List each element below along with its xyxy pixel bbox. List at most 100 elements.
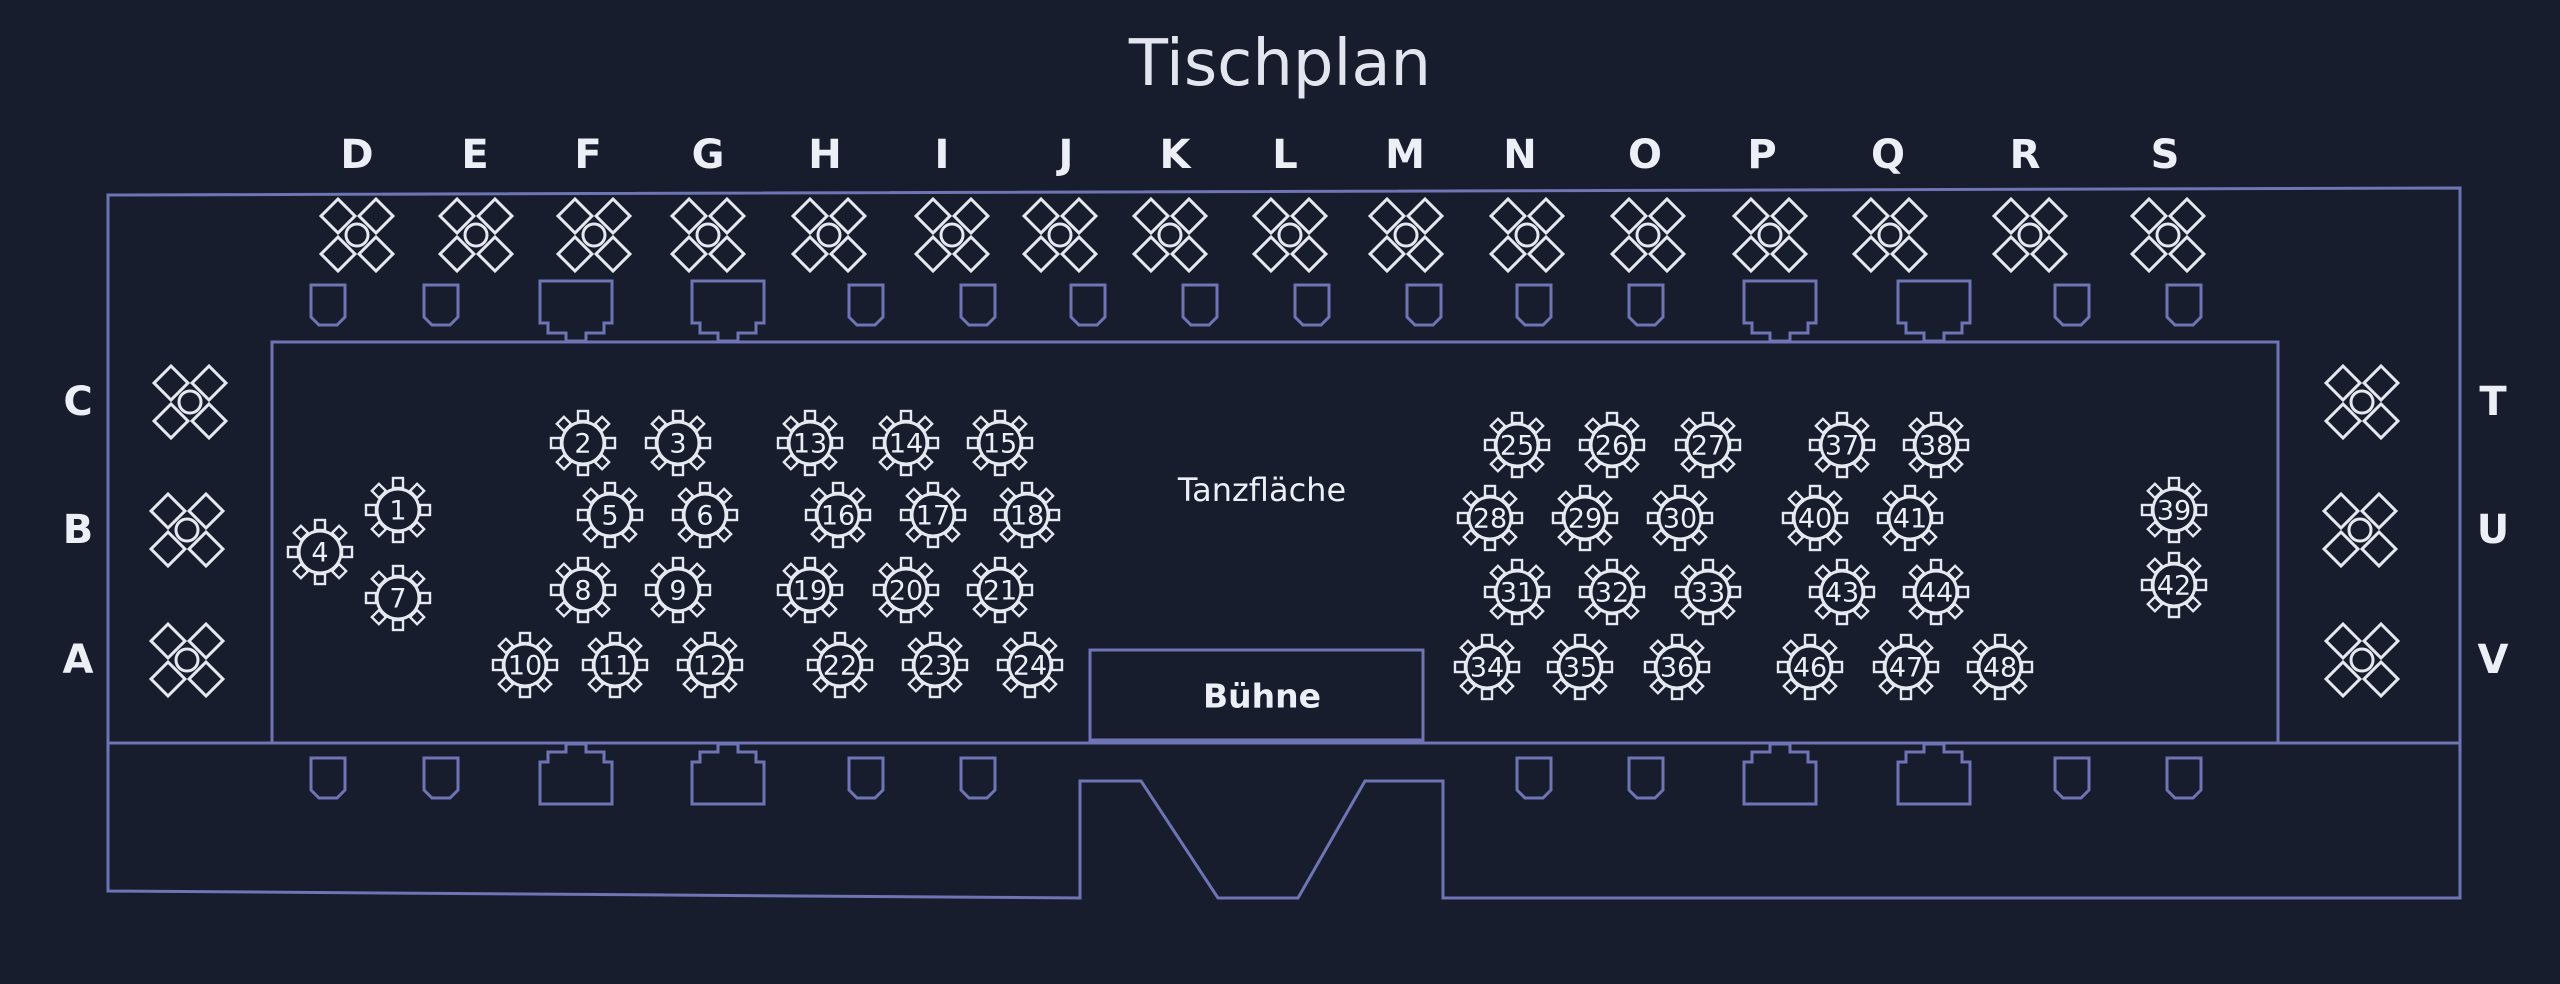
table-18: 18	[993, 481, 1061, 549]
table-o	[1609, 196, 1687, 274]
table-letter-n: N	[1503, 132, 1536, 178]
table-42: 42	[2140, 551, 2208, 619]
table-i	[913, 196, 991, 274]
table-number: 12	[693, 651, 727, 682]
table-number: 25	[1500, 431, 1534, 462]
top-fixture	[847, 283, 885, 327]
table-25: 25	[1483, 411, 1551, 479]
table-letter-c: C	[63, 379, 92, 425]
top-fixture	[1181, 283, 1219, 327]
top-fixture	[1896, 279, 1972, 343]
table-letter-f: F	[574, 132, 601, 178]
table-8: 8	[549, 556, 617, 624]
table-22: 22	[806, 631, 874, 699]
table-34: 34	[1453, 633, 1521, 701]
top-fixture	[1742, 279, 1818, 343]
top-fixture	[1627, 283, 1665, 327]
table-letter-a: A	[63, 637, 94, 683]
table-46: 46	[1776, 633, 1844, 701]
table-s	[2129, 196, 2207, 274]
table-number: 3	[669, 429, 686, 460]
table-44: 44	[1902, 558, 1970, 626]
bottom-fixture	[2053, 756, 2091, 800]
table-letter-i: I	[935, 132, 950, 178]
table-number: 5	[601, 501, 618, 532]
table-number: 6	[696, 501, 713, 532]
table-number: 14	[889, 429, 923, 460]
table-letter-b: B	[63, 507, 94, 553]
table-1: 1	[364, 476, 432, 544]
table-number: 43	[1825, 578, 1859, 609]
table-p	[1731, 196, 1809, 274]
top-fixture	[1293, 283, 1331, 327]
lettered-tables	[148, 196, 2401, 699]
table-41: 41	[1876, 484, 1944, 552]
top-fixture	[2165, 283, 2203, 327]
table-number: 17	[916, 501, 950, 532]
table-letter-k: K	[1160, 132, 1193, 178]
table-letter-r: R	[2010, 132, 2041, 178]
top-fixture	[422, 283, 460, 327]
table-number: 29	[1568, 504, 1602, 535]
table-q	[1851, 196, 1929, 274]
table-number: 20	[889, 576, 923, 607]
table-13: 13	[776, 409, 844, 477]
table-c	[151, 363, 229, 441]
table-m	[1367, 196, 1445, 274]
table-v	[2323, 621, 2401, 699]
table-12: 12	[676, 631, 744, 699]
table-number: 7	[389, 584, 406, 615]
table-2: 2	[549, 409, 617, 477]
table-number: 4	[311, 538, 328, 569]
table-number: 33	[1691, 578, 1725, 609]
table-e	[437, 196, 515, 274]
table-number: 40	[1798, 504, 1832, 535]
table-number: 30	[1663, 504, 1697, 535]
table-letter-s: S	[2151, 132, 2180, 178]
table-7: 7	[364, 564, 432, 632]
table-28: 28	[1456, 484, 1524, 552]
table-b	[148, 491, 226, 569]
table-letter-l: L	[1272, 132, 1298, 178]
table-16: 16	[804, 481, 872, 549]
table-number: 18	[1010, 501, 1044, 532]
table-10: 10	[491, 631, 559, 699]
table-32: 32	[1578, 558, 1646, 626]
stage-label: Bühne	[1203, 677, 1321, 716]
table-number: 31	[1500, 578, 1534, 609]
bottom-fixture	[1742, 742, 1818, 806]
table-letter-g: G	[692, 132, 725, 178]
table-number: 24	[1013, 651, 1047, 682]
table-24: 24	[996, 631, 1064, 699]
table-number: 38	[1919, 431, 1953, 462]
table-number: 32	[1595, 578, 1629, 609]
table-number: 39	[2157, 496, 2191, 527]
table-43: 43	[1808, 558, 1876, 626]
table-number: 13	[793, 429, 827, 460]
table-n	[1488, 196, 1566, 274]
table-letter-t: T	[2479, 379, 2507, 425]
bottom-fixture	[309, 756, 347, 800]
table-number: 16	[821, 501, 855, 532]
table-29: 29	[1551, 484, 1619, 552]
table-19: 19	[776, 556, 844, 624]
table-letter-e: E	[461, 132, 488, 178]
table-4: 4	[286, 518, 354, 586]
table-number: 9	[669, 576, 686, 607]
table-11: 11	[581, 631, 649, 699]
top-fixture	[538, 279, 614, 343]
table-number: 1	[389, 496, 406, 527]
bottom-fixture	[538, 742, 614, 806]
table-letter-o: O	[1628, 132, 1662, 178]
table-r	[1991, 196, 2069, 274]
table-37: 37	[1808, 411, 1876, 479]
table-6: 6	[671, 481, 739, 549]
table-number: 27	[1691, 431, 1725, 462]
table-h	[790, 196, 868, 274]
table-number: 22	[823, 651, 857, 682]
table-f	[555, 196, 633, 274]
